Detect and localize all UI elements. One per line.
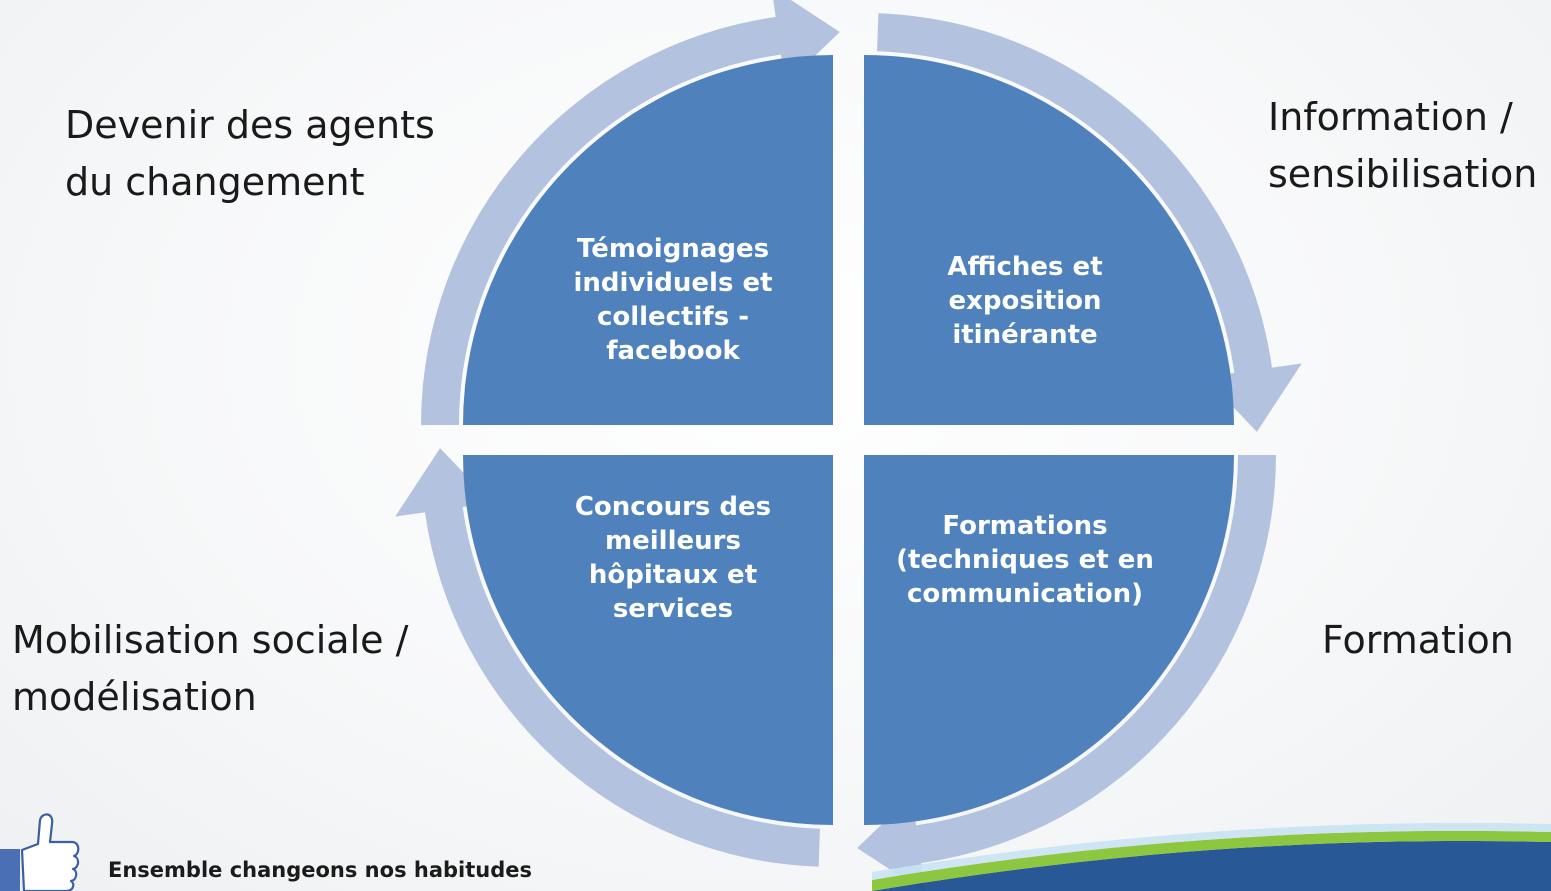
quadrant-temoignages xyxy=(463,55,833,425)
quadrant-temoignages-label: Témoignages individuels et collectifs - … xyxy=(573,234,773,366)
arrow-segment-bottom-right xyxy=(857,455,1276,891)
cycle-arrow-ring xyxy=(395,0,1302,891)
arrow-segment-top-right xyxy=(877,13,1302,432)
quadrant-affiches xyxy=(864,55,1234,425)
quadrant-concours xyxy=(463,455,833,825)
quadrant-affiches-label: Affiches et exposition itinérante xyxy=(947,252,1103,350)
arrow-segment-bottom-left xyxy=(395,448,820,867)
swoosh-decoration xyxy=(872,822,1551,891)
quadrant-formations xyxy=(864,455,1234,825)
thumbs-up-icon xyxy=(0,813,80,891)
quadrant-concours-label: Concours des meilleurs hôpitaux et servi… xyxy=(574,492,772,624)
label-mobilisation-sociale: Mobilisation sociale / modélisation xyxy=(12,618,409,719)
quadrant-formations-label: Formations (techniques et en communicati… xyxy=(896,511,1154,609)
footer-slogan: Ensemble changeons nos habitudes xyxy=(108,858,532,882)
quadrant-group xyxy=(463,55,1234,825)
label-formation: Formation xyxy=(1322,618,1514,662)
arrow-segment-top-left xyxy=(421,0,840,425)
label-devenir-agents: Devenir des agents du changement xyxy=(65,103,435,204)
label-information-sensibilisation: Information / sensibilisation xyxy=(1268,95,1538,196)
